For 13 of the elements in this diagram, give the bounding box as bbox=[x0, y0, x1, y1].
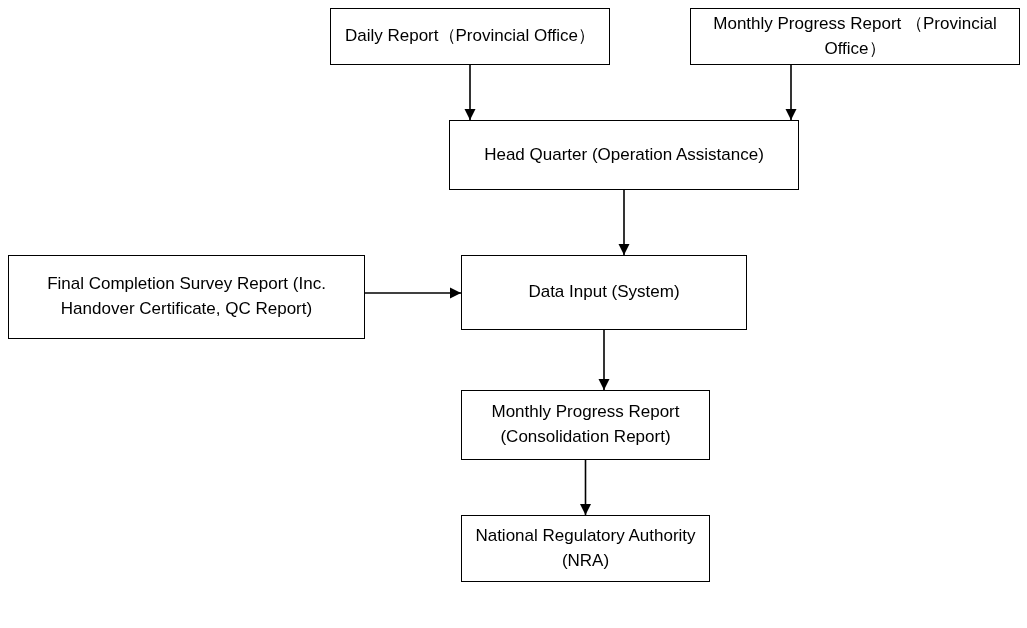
report-box: Monthly Progress Report （Provincial Office） bbox=[690, 8, 1020, 65]
report-box: Monthly Progress Report (Consolidation Report) bbox=[461, 390, 710, 460]
authority-box: National Regulatory Authority (NRA) bbox=[461, 515, 710, 582]
arrow bbox=[464, 64, 476, 121]
report-box: Daily Report（Provincial Office） bbox=[330, 8, 610, 65]
process-box: Head Quarter (Operation Assistance) bbox=[449, 120, 799, 190]
process-box: Data Input (System) bbox=[461, 255, 747, 330]
arrow bbox=[618, 189, 630, 256]
arrow bbox=[364, 287, 462, 299]
report-box: Final Completion Survey Report (Inc. Handover Certificate, QC Report) bbox=[8, 255, 365, 339]
arrow bbox=[785, 64, 797, 121]
arrow bbox=[598, 329, 610, 391]
arrow bbox=[579, 459, 592, 516]
